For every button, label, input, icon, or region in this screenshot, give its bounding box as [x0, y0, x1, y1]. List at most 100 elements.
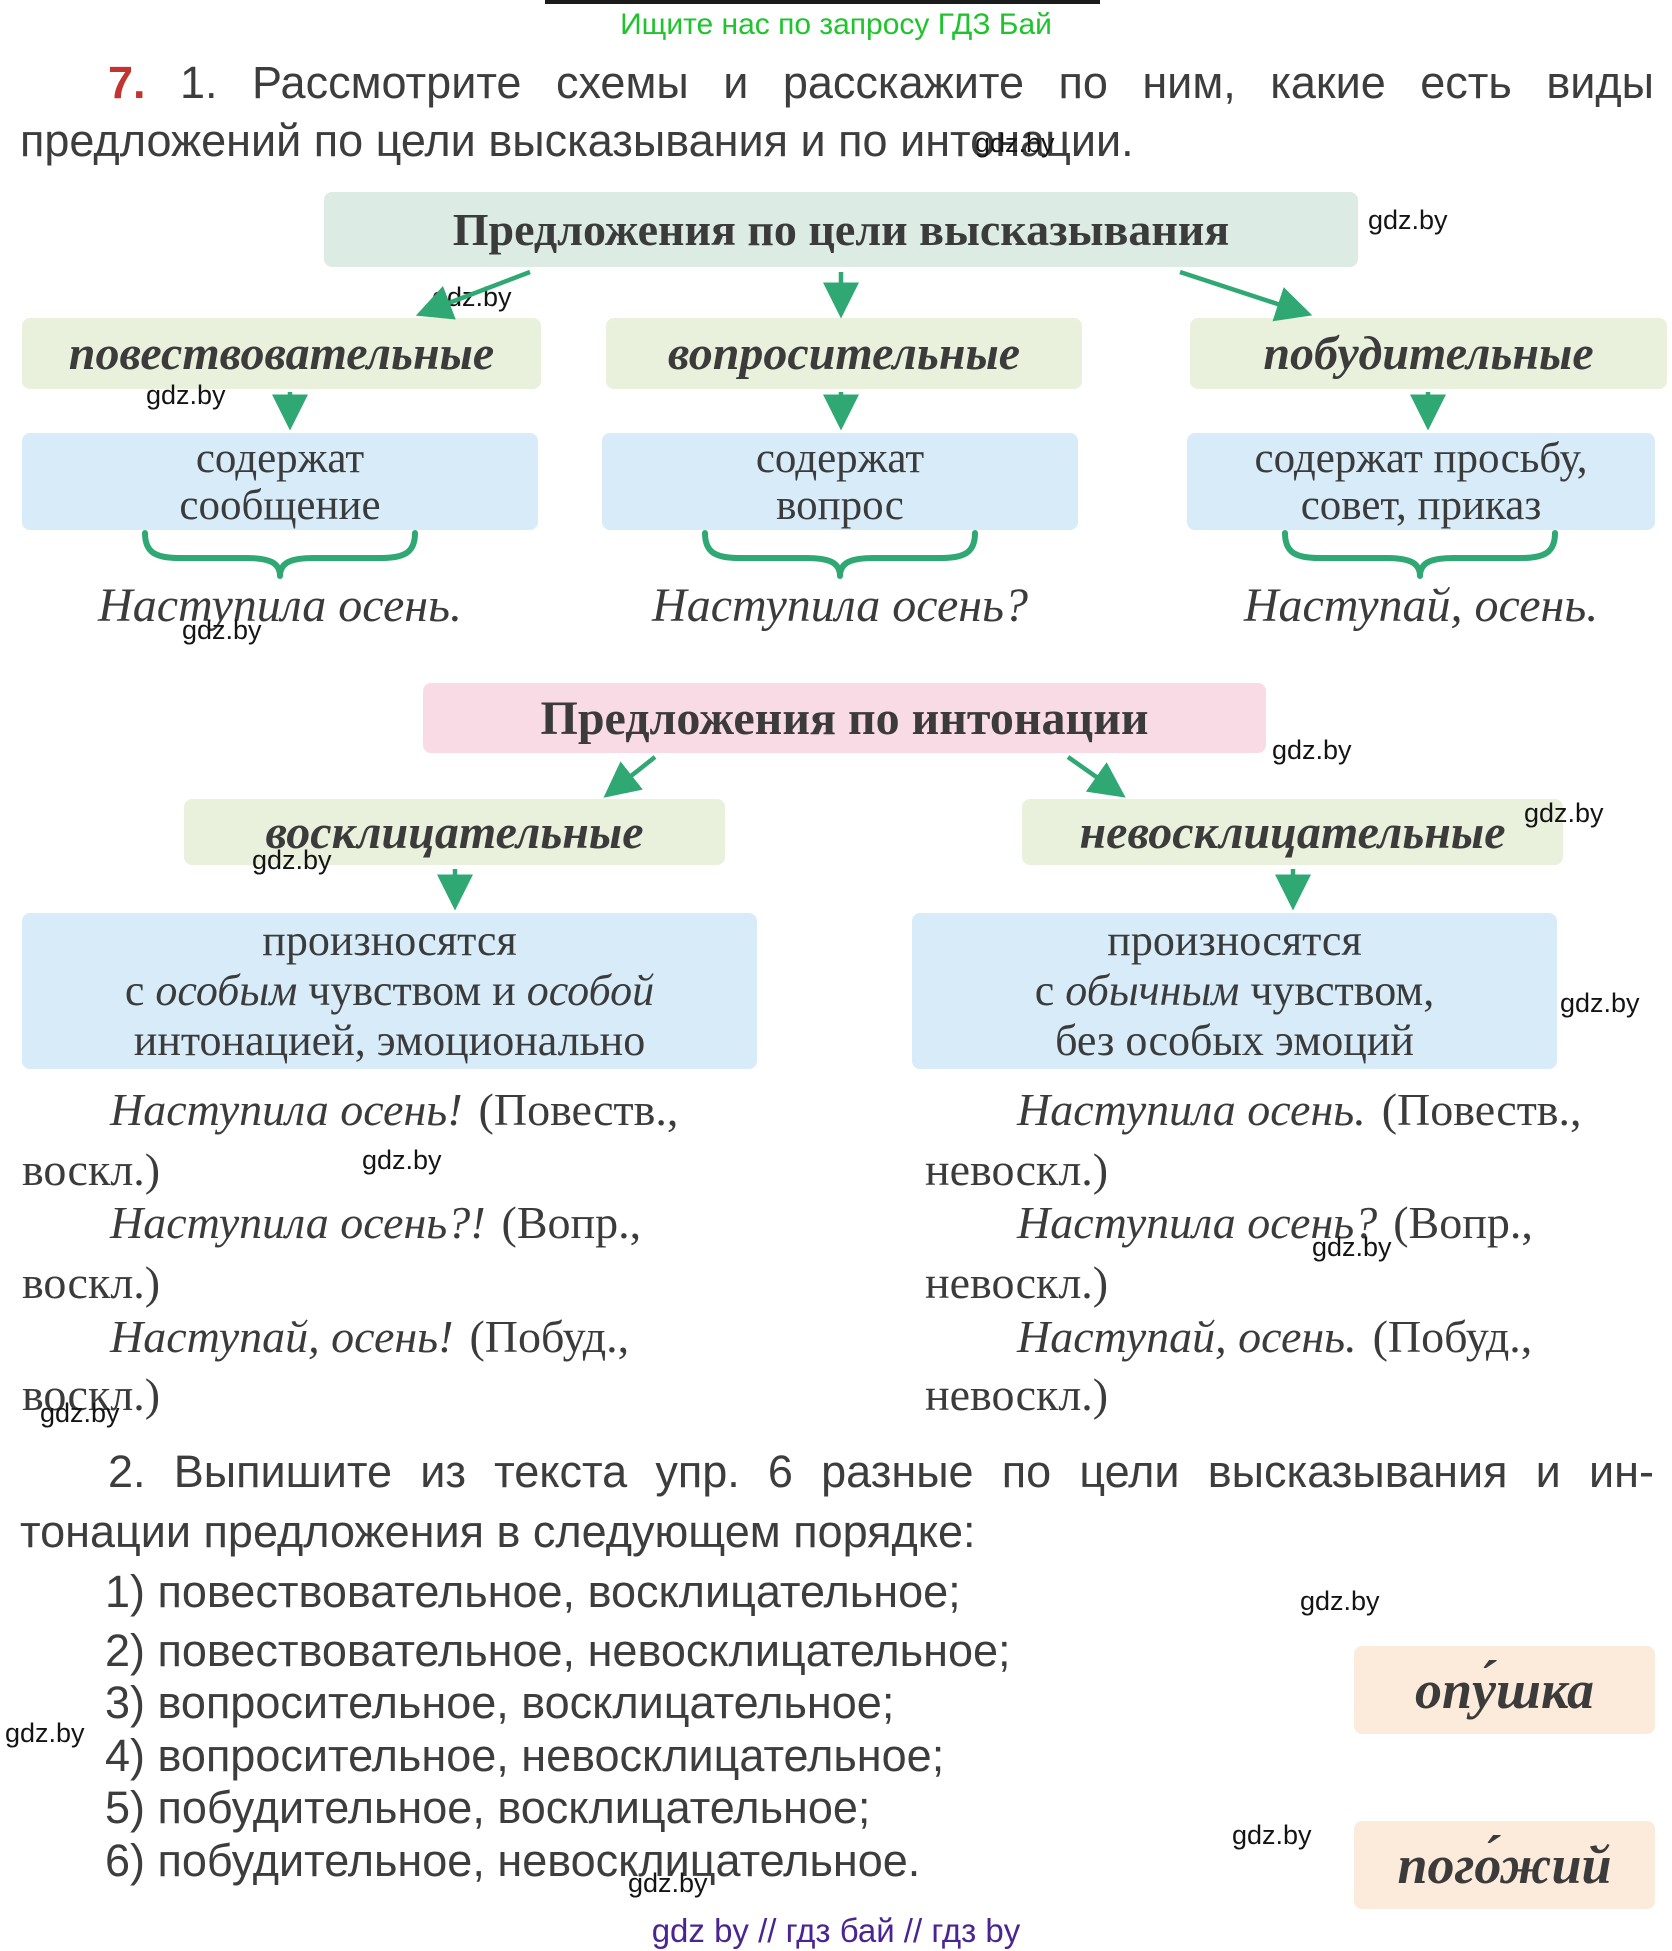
example-sentence: Наступила осень?	[1017, 1197, 1378, 1248]
watermark-gdzby: gdz.by	[1368, 205, 1448, 235]
watermark-gdzby: gdz.by	[182, 615, 262, 645]
footer-credits: gdz by // гдз бай // гдз by	[651, 1912, 1021, 1949]
arrow-to-imperative	[1179, 269, 1313, 322]
desc-exclamatory-line2: с особым чувством и особой	[125, 966, 654, 1016]
desc-declarative-line1: содержат	[195, 434, 365, 482]
watermark-gdzby: gdz.by	[146, 380, 226, 410]
watermark-gdzby: gdz.by	[252, 845, 332, 875]
scheme-intonation-title-box: Предложения по интонации	[423, 683, 1266, 753]
example-interrogative: Наступила осень?	[652, 579, 1028, 632]
watermark-gdzby: gdz.by	[362, 1145, 442, 1175]
branch-label-interrogative: вопросительные	[667, 327, 1021, 380]
desc-text: чувством и	[297, 966, 527, 1015]
part2-intro-line1: 2. Выпишите из текста упр. 6 разные по ц…	[108, 1445, 1654, 1499]
vocab-word: опу́шка	[1414, 1660, 1594, 1720]
example-sentence: Наступила осень!	[110, 1084, 463, 1135]
branch-label-non-exclamatory: невосклицательные	[1079, 805, 1506, 859]
example-sentence: Наступила осень.	[1017, 1084, 1366, 1135]
branch-box-declarative: повествовательные	[22, 318, 541, 389]
example-sentence: Наступай, осень!	[110, 1311, 454, 1362]
watermark-gdzby: gdz.by	[1272, 735, 1352, 765]
example-line: воскл.)	[22, 1257, 161, 1308]
watermark-gdzby: gdz.by	[40, 1398, 120, 1428]
desc-non-exclamatory-line2: с обычным чувством,	[1035, 966, 1434, 1016]
branch-label-exclamatory: восклицательные	[265, 805, 644, 859]
exercise-part-label: 1.	[180, 57, 218, 108]
desc-exclamatory-line1: произносятся	[262, 916, 517, 965]
vocab-box-opushka: опу́шка	[1354, 1646, 1655, 1734]
example-tag: (Повеств.,	[1381, 1084, 1582, 1135]
desc-box-imperative: содержат просьбу, совет, приказ	[1187, 433, 1655, 530]
example-line: невоскл.)	[925, 1369, 1109, 1420]
arrow-to-non-exclamatory	[1066, 755, 1126, 798]
watermark-gdzby: gdz.by	[432, 282, 512, 312]
exercise-intro-line2: предложений по цели высказывания и по ин…	[20, 115, 1134, 166]
watermark-gdzby: gdz.by	[628, 1868, 708, 1898]
branch-label-imperative: побудительные	[1263, 327, 1594, 380]
underbrace-imperative	[1282, 530, 1558, 579]
desc-text-italic: особой	[526, 966, 655, 1015]
promo-banner: Ищите нас по запросу ГДЗ Бай	[620, 8, 1052, 41]
desc-box-non-exclamatory: произносятся с обычным чувством, без осо…	[912, 913, 1557, 1069]
part2-intro-line2: тонации предложения в следующем порядке:	[20, 1506, 976, 1557]
list-item: 1) повествовательное, восклицательное;	[105, 1566, 961, 1617]
list-item: 6) побудительное, невосклицательное.	[105, 1835, 921, 1886]
example-tag: (Вопр.,	[1393, 1197, 1533, 1248]
scheme-purpose-title: Предложения по цели высказывания	[452, 204, 1230, 255]
example-line: невоскл.)	[925, 1257, 1109, 1308]
example-tag: (Побуд.,	[1372, 1311, 1533, 1362]
part2-text: Выпишите из текста упр. 6 разные по цели…	[173, 1446, 1654, 1497]
watermark-gdzby: gdz.by	[5, 1718, 85, 1748]
branch-box-imperative: побудительные	[1190, 318, 1667, 389]
desc-text-italic: особым	[155, 966, 298, 1015]
scheme-intonation-title: Предложения по интонации	[540, 691, 1149, 745]
example-line: невоскл.)	[925, 1144, 1109, 1195]
watermark-gdzby: gdz.by	[1232, 1820, 1312, 1850]
desc-exclamatory-line3: интонацией, эмоционально	[133, 1016, 646, 1065]
list-item: 5) побудительное, восклицательное;	[105, 1782, 871, 1833]
vocab-box-pogozhiy: пого́жий	[1354, 1821, 1655, 1909]
watermark-gdzby: gdz.by	[1312, 1232, 1392, 1262]
desc-text-italic: обычным	[1065, 966, 1240, 1015]
exercise-intro-line1: 7. 1. Рассмотрите схемы и расскажите по …	[108, 56, 1654, 110]
vocab-word: пого́жий	[1397, 1835, 1612, 1895]
desc-text: чувством,	[1239, 966, 1435, 1015]
example-line: Наступила осень?!(Вопр.,	[110, 1196, 641, 1249]
exercise-intro-text: Рассмотрите схемы и расскажите по ним, к…	[252, 57, 1654, 108]
branch-box-non-exclamatory: невосклицательные	[1022, 799, 1563, 865]
desc-text: с	[124, 966, 156, 1015]
underbrace-interrogative	[702, 530, 978, 579]
list-item: 3) вопросительное, восклицательное;	[105, 1677, 895, 1728]
part2-label: 2.	[108, 1446, 146, 1497]
example-line: воскл.)	[22, 1144, 161, 1195]
arrow-to-exclamatory	[603, 755, 657, 798]
watermark-gdzby: gdz.by	[1560, 988, 1640, 1018]
desc-interrogative-line1: содержат	[755, 434, 925, 482]
desc-declarative-line2: сообщение	[179, 481, 381, 529]
desc-box-declarative: содержат сообщение	[22, 433, 538, 530]
scheme-purpose-title-box: Предложения по цели высказывания	[324, 192, 1358, 267]
scan-artifact-line	[545, 0, 1100, 4]
desc-non-exclamatory-line3: без особых эмоций	[1055, 1016, 1414, 1065]
list-item: 2) повествовательное, невосклицательное;	[105, 1625, 1011, 1676]
example-sentence: Наступай, осень.	[1017, 1311, 1357, 1362]
example-tag: (Повеств.,	[478, 1084, 679, 1135]
desc-non-exclamatory-line1: произносятся	[1107, 916, 1362, 965]
underbrace-declarative	[142, 530, 418, 579]
desc-box-exclamatory: произносятся с особым чувством и особой …	[22, 913, 757, 1069]
branch-label-declarative: повествовательные	[68, 327, 495, 380]
example-line: Наступила осень. (Повеств.,	[1017, 1083, 1582, 1136]
exercise-number: 7.	[108, 57, 146, 108]
desc-text: с	[1034, 966, 1066, 1015]
list-item: 4) вопросительное, невосклицательное;	[105, 1730, 945, 1781]
example-imperative: Наступай, осень.	[1243, 579, 1599, 632]
desc-imperative-line2: совет, приказ	[1300, 481, 1542, 529]
desc-imperative-line1: содержат просьбу,	[1254, 434, 1588, 482]
example-line: Наступила осень! (Повеств.,	[110, 1083, 678, 1136]
example-tag: (Вопр.,	[501, 1197, 642, 1248]
example-line: Наступила осень? (Вопр.,	[1017, 1196, 1533, 1249]
example-tag: (Побуд.,	[469, 1311, 630, 1362]
desc-box-interrogative: содержат вопрос	[602, 433, 1078, 530]
watermark-gdzby: gdz.by	[1524, 798, 1604, 828]
